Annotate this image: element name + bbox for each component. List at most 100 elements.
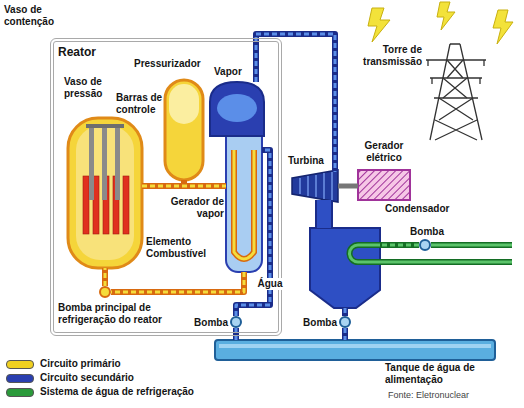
insulators xyxy=(428,60,484,84)
cooling-pipe xyxy=(350,245,512,262)
pipe-stroke xyxy=(342,328,348,340)
pipe-stroke xyxy=(111,272,244,292)
component-label: Gerador de vapor xyxy=(160,196,224,220)
transmission-tower: Torre de transmissão xyxy=(424,44,486,140)
blade xyxy=(299,178,301,194)
control-rod xyxy=(115,128,120,200)
control-rod xyxy=(89,128,94,200)
lightning-bolt xyxy=(368,8,390,42)
pipe-stroke xyxy=(315,200,333,228)
pipe-stroke xyxy=(317,200,331,228)
pipe-stroke xyxy=(111,272,244,292)
pipe-connector xyxy=(111,272,244,292)
rod-yoke xyxy=(86,124,124,128)
pipe-stroke xyxy=(338,184,358,189)
containment-vessel: Vaso de pressãoBarras de controleElement… xyxy=(50,38,282,336)
component-label: Turbina xyxy=(288,155,332,167)
tank-highlight xyxy=(219,344,491,348)
legend-swatch xyxy=(6,360,34,369)
pipe-connector xyxy=(380,245,419,246)
pipe-connector xyxy=(324,200,325,228)
pipe-connector xyxy=(142,186,226,187)
condensate-pump: Bomba xyxy=(339,316,351,328)
region-label: Vaso de contenção xyxy=(4,4,70,28)
u-tube-outline xyxy=(234,150,254,259)
component-label: Condensador xyxy=(385,203,465,215)
fuel-rod xyxy=(123,176,129,234)
control-rods xyxy=(86,124,124,200)
tower-legs xyxy=(430,44,482,140)
cooling-pump: Bomba xyxy=(419,239,431,251)
tower-braces xyxy=(435,60,477,140)
tower-arms xyxy=(426,60,486,98)
pipe-stroke xyxy=(102,268,108,286)
feed-pump: Bomba xyxy=(230,316,242,328)
pressurizer-body xyxy=(165,80,203,180)
component-label: Bomba xyxy=(299,317,337,329)
cooling-pipe-outline xyxy=(350,245,512,262)
pressure-vessel: Vaso de pressãoBarras de controleElement… xyxy=(68,118,142,268)
steam-dome xyxy=(210,82,264,136)
pipe-connector xyxy=(105,268,106,286)
component-label: Bomba xyxy=(190,317,228,329)
control-rod xyxy=(102,128,107,200)
tower-lattice xyxy=(426,44,486,140)
component-label: Tanque de água de alimentação xyxy=(385,362,489,386)
blade xyxy=(331,172,333,200)
pipe-label: Água xyxy=(256,278,285,290)
blade xyxy=(315,175,317,197)
pipe-stroke xyxy=(142,185,226,188)
component-label: Elemento Combustível xyxy=(146,236,218,260)
pipe-stroke xyxy=(104,268,107,286)
component-label: Vapor xyxy=(214,66,254,78)
lightning-bolts xyxy=(368,2,513,44)
blade xyxy=(307,176,309,196)
legend-text: Circuito primário xyxy=(40,358,121,370)
pipe-stroke xyxy=(380,244,419,247)
pipe-stroke xyxy=(344,308,347,316)
pipe-connector xyxy=(338,186,358,187)
steam-generator-body xyxy=(226,125,262,272)
pipe-stroke xyxy=(342,308,348,316)
pipe-connector xyxy=(345,308,346,316)
pipe-stroke xyxy=(344,328,347,340)
u-tube xyxy=(234,150,254,259)
legend-text: Circuito secundário xyxy=(40,372,134,384)
steam-generator: VaporGerador de vapor xyxy=(226,82,262,272)
pipe-connector xyxy=(236,150,270,316)
pipe-stroke xyxy=(380,242,419,248)
pipe-stroke xyxy=(236,150,270,316)
legend-item: Circuito secundário xyxy=(6,372,134,384)
feedwater-tank: Tanque de água de alimentação xyxy=(215,340,495,360)
region-label: Reator xyxy=(58,46,118,58)
source-note: Fonte: Eletronuclear xyxy=(388,390,469,401)
steam-dome-inner xyxy=(217,94,257,122)
fuel-rod xyxy=(83,176,89,234)
pressurizer: Pressurizador xyxy=(165,80,203,180)
turbine-blades xyxy=(300,172,332,200)
condenser-body xyxy=(310,228,380,308)
vessel-inner xyxy=(76,126,134,260)
legend-swatch xyxy=(6,374,34,383)
lightning-bolt xyxy=(493,10,513,44)
blade xyxy=(323,173,325,199)
turbine-body xyxy=(292,170,338,202)
electric-generator: Gerador elétrico xyxy=(358,170,410,200)
generator-body xyxy=(358,170,410,200)
pipe-connector xyxy=(345,328,346,340)
legend-swatch xyxy=(6,388,34,397)
component-label: Torre de transmissão xyxy=(356,44,422,68)
legend-text: Sistema de água de refrigeração xyxy=(40,386,194,398)
legend-item: Circuito primário xyxy=(6,358,121,370)
component-label: Barras de controle xyxy=(116,92,176,116)
pipe-stroke xyxy=(236,150,270,316)
component-label: Gerador elétrico xyxy=(354,140,414,164)
main-coolant-pump: Bomba principal de refrigeração do reato… xyxy=(99,286,111,298)
legend-item: Sistema de água de refrigeração xyxy=(6,386,194,398)
component-label: Bomba principal de refrigeração do reato… xyxy=(58,302,192,326)
component-label: Pressurizador xyxy=(134,58,224,70)
pressurizer-steam xyxy=(169,84,199,124)
lightning-bolt xyxy=(437,2,455,30)
vessel-body xyxy=(68,118,142,268)
